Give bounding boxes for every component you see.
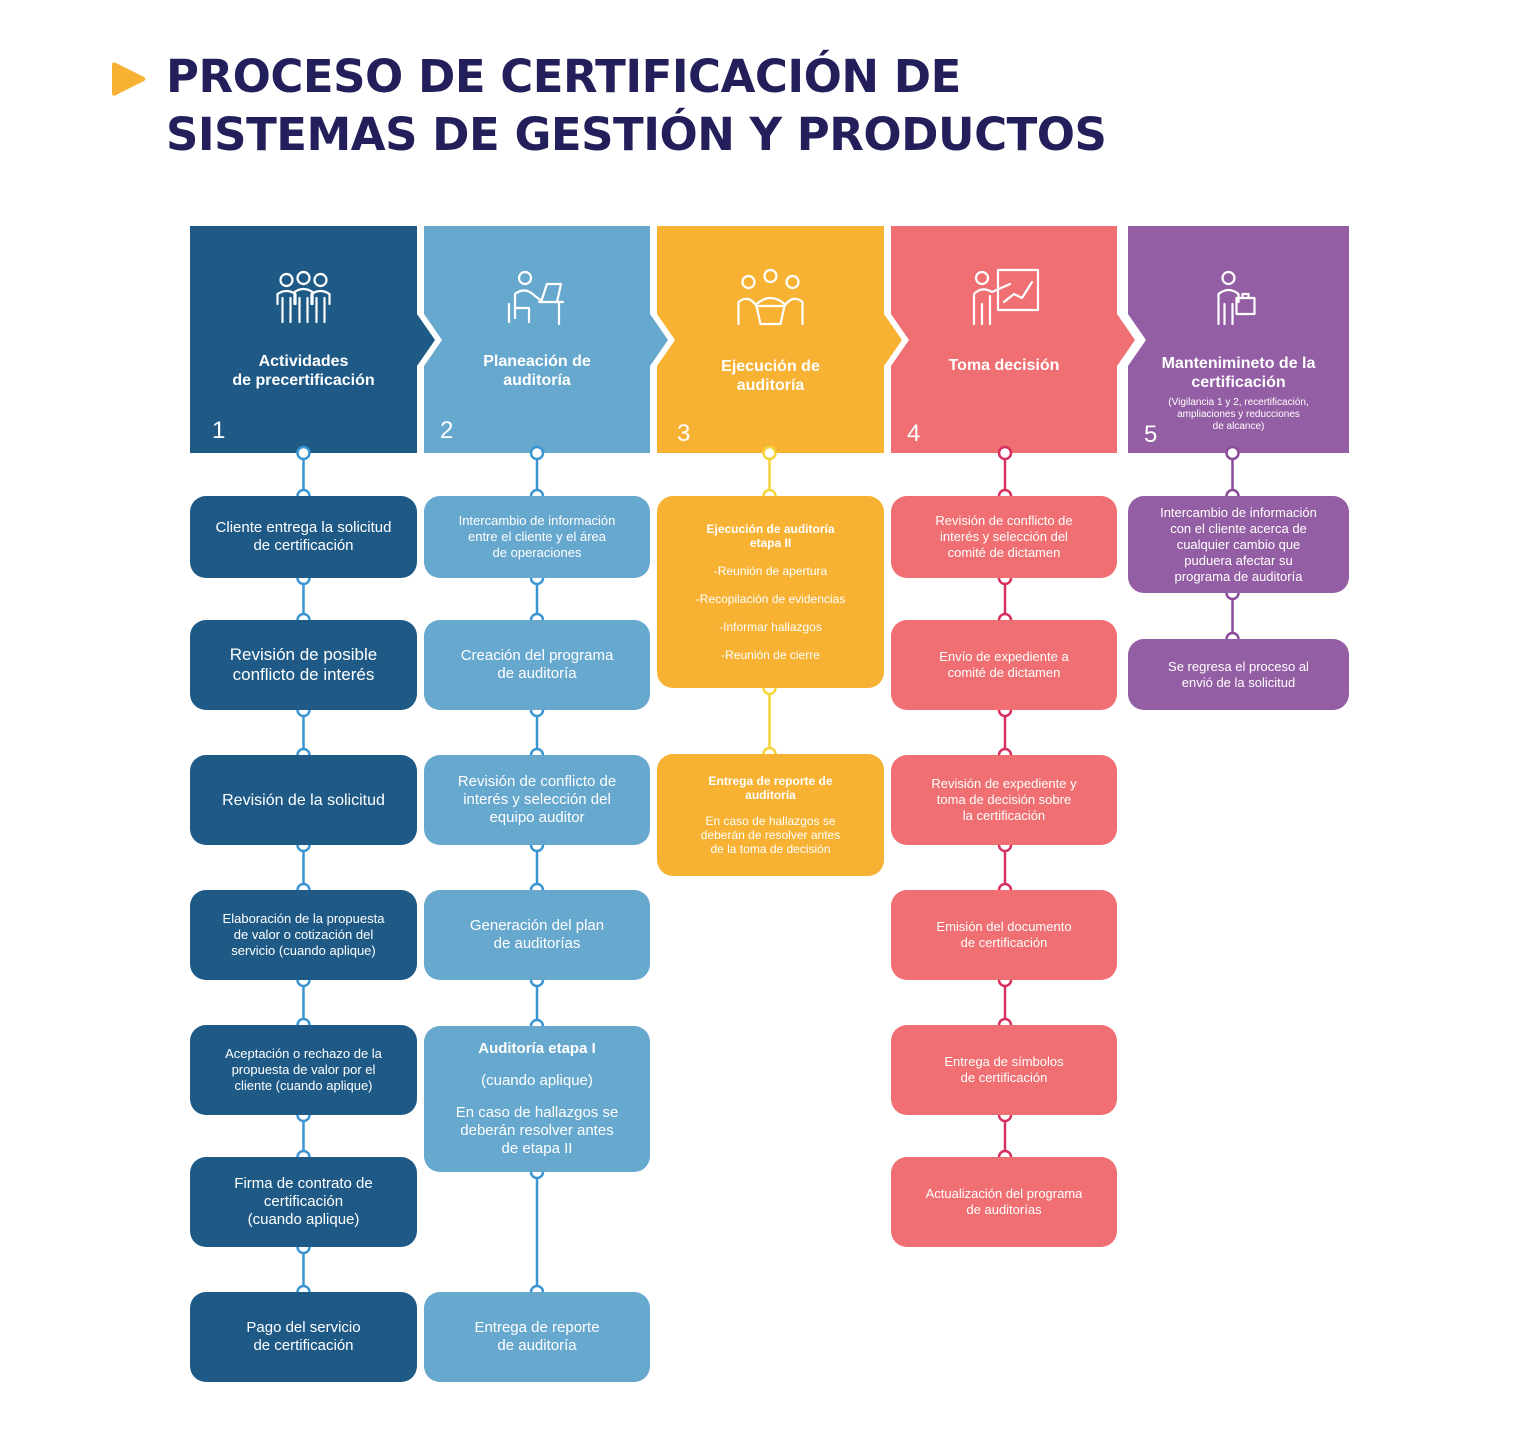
column-header-1: Actividades de precertificación 1 (190, 226, 417, 453)
header-shape-2 (424, 226, 668, 453)
column-number: 5 (1144, 421, 1158, 448)
step-text: -Reunión de cierre (721, 648, 820, 662)
column-number: 1 (212, 417, 226, 444)
step-text: -Informar hallazgos (719, 620, 822, 634)
process-step-4-1: Revisión de conflicto de interés y selec… (891, 496, 1117, 578)
process-step-4-4: Emisión del documento de certificación (891, 890, 1117, 980)
header-shape-5 (1128, 226, 1349, 453)
step-text: -Recopilación de evidencias (695, 592, 846, 606)
title-play-icon (112, 62, 146, 96)
column-title: Actividades de precertificación (232, 353, 375, 389)
page-title-line-2: SISTEMAS DE GESTIÓN Y PRODUCTOS (166, 108, 1107, 161)
step-text: Pago del servicio de certificación (246, 1319, 361, 1354)
process-step-2-4: Generación del plan de auditorías (424, 890, 650, 980)
process-step-1-5: Aceptación o rechazo de la propuesta de … (190, 1025, 417, 1115)
column-title: Mantenimineto de la certificación (1161, 355, 1316, 391)
meeting-table-icon (737, 268, 804, 326)
process-step-1-1: Cliente entrega la solicitud de certific… (190, 496, 417, 578)
step-text: Emisión del documento de certificación (936, 919, 1072, 950)
step-text: Generación del plan de auditorías (469, 917, 605, 952)
step-text: Cliente entrega la solicitud de certific… (215, 519, 392, 554)
presentation-board-icon (972, 268, 1040, 326)
person-with-briefcase-icon (1217, 270, 1256, 326)
connector-node (1225, 445, 1240, 461)
process-step-3-1: Ejecución de auditoría etapa II -Reunión … (657, 496, 884, 688)
column-header-5: Mantenimineto de la certificación (Vigila… (1128, 226, 1349, 453)
header-shape-1 (190, 226, 435, 453)
process-step-1-6: Firma de contrato de certificación (cuan… (190, 1157, 417, 1247)
step-text: Revisión de posible conflicto de interés (229, 645, 378, 684)
person-at-desk-icon (507, 270, 565, 326)
step-text: Envío de expediente a comité de dictamen (939, 649, 1069, 680)
step-text: Creación del programa de auditoría (460, 647, 614, 682)
process-step-2-6: Entrega de reporte de auditoría (424, 1292, 650, 1382)
column-header-2: Planeación de auditoría 2 (424, 226, 650, 453)
step-text: (cuando aplique) (481, 1072, 593, 1089)
column-subtitle: (Vigilancia 1 y 2, recertificación, ampl… (1168, 397, 1309, 432)
step-text: Revisión de conflicto de interés y selec… (457, 773, 617, 826)
step-text: Intercambio de información con el client… (1160, 504, 1317, 584)
step-text: Entrega de reporte de auditoría (474, 1319, 600, 1354)
step-text: Entrega de reporte de auditoría (708, 774, 833, 802)
process-step-5-1: Intercambio de información con el client… (1128, 496, 1349, 593)
column-header-3: Ejecución de auditoría 3 (657, 226, 884, 453)
process-step-4-2: Envío de expediente a comité de dictamen (891, 620, 1117, 710)
process-step-2-1: Intercambio de información entre el clie… (424, 496, 650, 578)
step-text: Auditoría etapa I (478, 1040, 596, 1057)
page-title-line-1: PROCESO DE CERTIFICACIÓN DE (166, 50, 961, 103)
people-group-icon (276, 270, 331, 324)
step-text: Actualización del programa de auditorías (925, 1186, 1083, 1217)
process-step-1-4: Elaboración de la propuesta de valor o c… (190, 890, 417, 980)
step-text: Aceptación o rechazo de la propuesta de … (225, 1046, 382, 1093)
column-number: 4 (907, 420, 921, 447)
column-title: Ejecución de auditoría (721, 358, 820, 394)
step-text: Se regresa el proceso al envió de la sol… (1168, 658, 1309, 690)
connector-node (529, 445, 545, 461)
column-header-4: Toma decisión 4 (891, 226, 1117, 453)
step-text: Revisión de expediente y toma de decisió… (931, 776, 1077, 823)
connector-node (997, 445, 1013, 461)
step-text: Elaboración de la propuesta de valor o c… (222, 911, 385, 958)
column-title: Toma decisión (948, 357, 1060, 374)
process-step-5-2: Se regresa el proceso al envió de la sol… (1128, 639, 1349, 710)
connector-node (296, 445, 311, 461)
step-text: Firma de contrato de certificación (cuan… (234, 1175, 373, 1228)
header-shape-4 (891, 226, 1135, 453)
process-step-1-3: Revisión de la solicitud (190, 755, 417, 845)
connector-node (762, 445, 777, 461)
process-step-3-2: Entrega de reporte de auditoría En caso d… (657, 754, 884, 876)
process-step-4-3: Revisión de expediente y toma de decisió… (891, 755, 1117, 845)
step-text: Entrega de símbolos de certificación (944, 1054, 1064, 1085)
step-text: Intercambio de información entre el clie… (458, 513, 616, 560)
process-step-2-5: Auditoría etapa I (cuando aplique) En caso… (424, 1026, 650, 1172)
step-text: Ejecución de auditoría etapa II (706, 522, 835, 550)
column-title: Planeación de auditoría (483, 353, 591, 389)
process-step-1-7: Pago del servicio de certificación (190, 1292, 417, 1382)
step-text: -Reunión de apertura (713, 564, 828, 578)
process-step-4-6: Actualización del programa de auditorías (891, 1157, 1117, 1247)
step-text: En caso de hallazgos se deberán de resol… (700, 814, 841, 856)
header-shape-3 (657, 226, 902, 453)
step-text: En caso de hallazgos se deberán resolver… (455, 1104, 619, 1157)
process-step-1-2: Revisión de posible conflicto de interés (190, 620, 417, 710)
process-step-2-2: Creación del programa de auditoría (424, 620, 650, 710)
process-step-4-5: Entrega de símbolos de certificación (891, 1025, 1117, 1115)
column-number: 2 (440, 417, 454, 444)
step-text: Revisión de conflicto de interés y selec… (935, 513, 1073, 560)
step-text: Revisión de la solicitud (222, 791, 385, 809)
process-step-2-3: Revisión de conflicto de interés y selec… (424, 755, 650, 845)
column-number: 3 (677, 420, 691, 447)
